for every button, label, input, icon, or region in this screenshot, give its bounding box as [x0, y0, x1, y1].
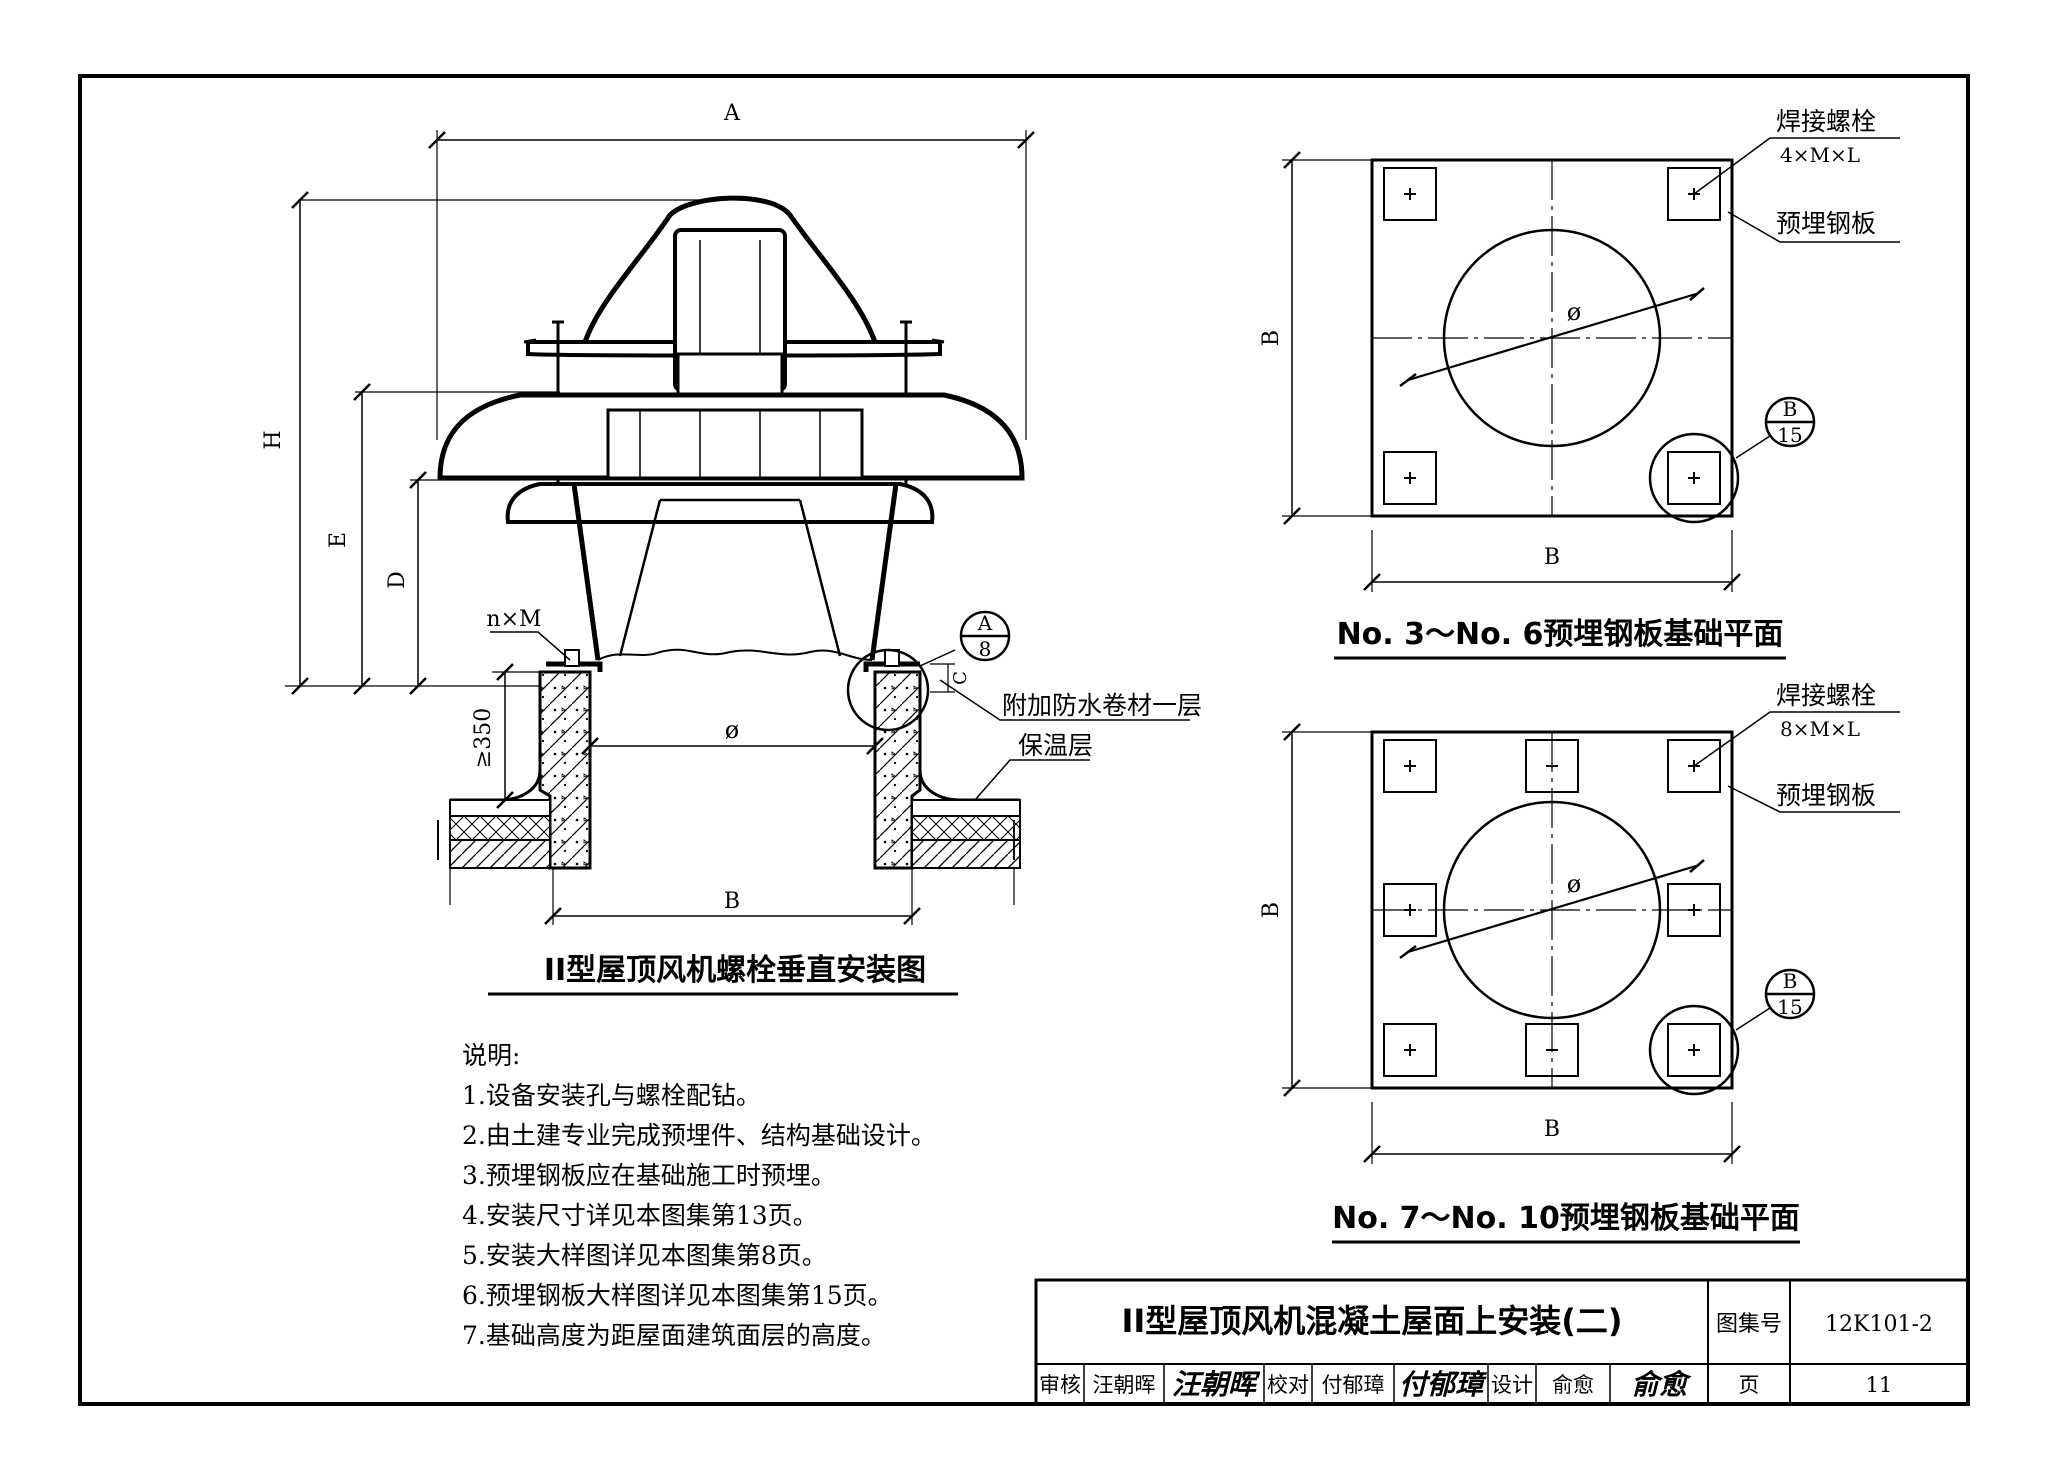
- insulation-label: 保温层: [1018, 731, 1093, 760]
- checker-signature: 付郁璋: [1399, 1368, 1488, 1401]
- reviewer-signature: 汪朝晖: [1172, 1368, 1261, 1401]
- plan3-title: No. 3～No. 6预埋钢板基础平面: [1337, 617, 1784, 652]
- checker-name: 付郁璋: [1322, 1373, 1385, 1397]
- plan-no7-10: [1282, 711, 1900, 1164]
- note-item: 6.预埋钢板大样图详见本图集第15页。: [462, 1281, 893, 1310]
- ref-a-bottom: 8: [979, 637, 992, 661]
- min-height-label: ≥350: [471, 708, 496, 768]
- sheet-title: II型屋顶风机混凝土屋面上安装(二): [1121, 1302, 1622, 1340]
- reviewer-name: 汪朝晖: [1093, 1373, 1156, 1397]
- page-label: 页: [1739, 1373, 1760, 1397]
- plan7-bolt-title: 焊接螺栓: [1776, 681, 1876, 710]
- atlas-label: 图集号: [1716, 1312, 1782, 1337]
- plan3-dim-side: B: [1259, 330, 1284, 346]
- plan3-dim-bottom: B: [1544, 545, 1560, 570]
- dim-h-label: H: [261, 430, 286, 449]
- dim-a-label: A: [723, 101, 741, 126]
- plan7-plate: 预埋钢板: [1776, 781, 1876, 810]
- plan7-bolt-spec: 8×M×L: [1780, 717, 1860, 741]
- bolt-label: n×M: [486, 607, 541, 632]
- note-item: 1.设备安装孔与螺栓配钻。: [462, 1081, 761, 1110]
- plan7-ref-top: B: [1783, 969, 1798, 993]
- dim-d-label: D: [385, 571, 410, 589]
- plan3-ref-top: B: [1783, 397, 1798, 421]
- plan3-plate: 预埋钢板: [1776, 209, 1876, 238]
- plan7-title: No. 7～No. 10预埋钢板基础平面: [1332, 1201, 1800, 1236]
- plan7-dim-side: B: [1259, 902, 1284, 918]
- check-label: 校对: [1267, 1373, 1309, 1397]
- fan-elevation-view: [285, 130, 1190, 925]
- plan3-bolt-spec: 4×M×L: [1780, 143, 1860, 167]
- ref-a-top: A: [977, 611, 993, 635]
- sheet-border: [78, 74, 1970, 1406]
- plan7-ref-bottom: 15: [1777, 995, 1802, 1019]
- note-item: 5.安装大样图详见本图集第8页。: [462, 1241, 827, 1270]
- plan7-dim-bottom: B: [1544, 1117, 1560, 1142]
- designer-name: 俞愈: [1552, 1373, 1594, 1397]
- design-label: 设计: [1491, 1373, 1533, 1397]
- title-block: [1034, 1278, 1970, 1406]
- plan7-phi: ø: [1567, 870, 1581, 898]
- left-view-title: II型屋顶风机螺栓垂直安装图: [544, 953, 926, 988]
- notes-block: 说明: 1.设备安装孔与螺栓配钻。 2.由土建专业完成预埋件、结构基础设计。 3…: [462, 1036, 1022, 1356]
- plan3-phi: ø: [1567, 298, 1581, 326]
- notes-heading: 说明:: [462, 1041, 521, 1070]
- plan3-bolt-title: 焊接螺栓: [1776, 107, 1876, 136]
- dim-b-label: B: [724, 889, 740, 914]
- designer-signature: 俞愈: [1631, 1368, 1692, 1401]
- review-label: 审核: [1039, 1373, 1081, 1397]
- plan3-ref-bottom: 15: [1777, 423, 1802, 447]
- dim-c-label: C: [950, 671, 971, 685]
- note-item: 2.由土建专业完成预埋件、结构基础设计。: [462, 1121, 936, 1150]
- page-number: 11: [1866, 1373, 1893, 1397]
- dim-e-label: E: [326, 532, 351, 548]
- note-item: 7.基础高度为距屋面建筑面层的高度。: [462, 1321, 886, 1350]
- waterproof-label: 附加防水卷材一层: [1002, 691, 1202, 720]
- dim-phi-label: ø: [725, 716, 739, 744]
- note-item: 4.安装尺寸详见本图集第13页。: [462, 1201, 818, 1230]
- note-item: 3.预埋钢板应在基础施工时预埋。: [462, 1161, 836, 1190]
- plan-no3-6: [1282, 137, 1900, 592]
- atlas-number: 12K101-2: [1825, 1312, 1933, 1337]
